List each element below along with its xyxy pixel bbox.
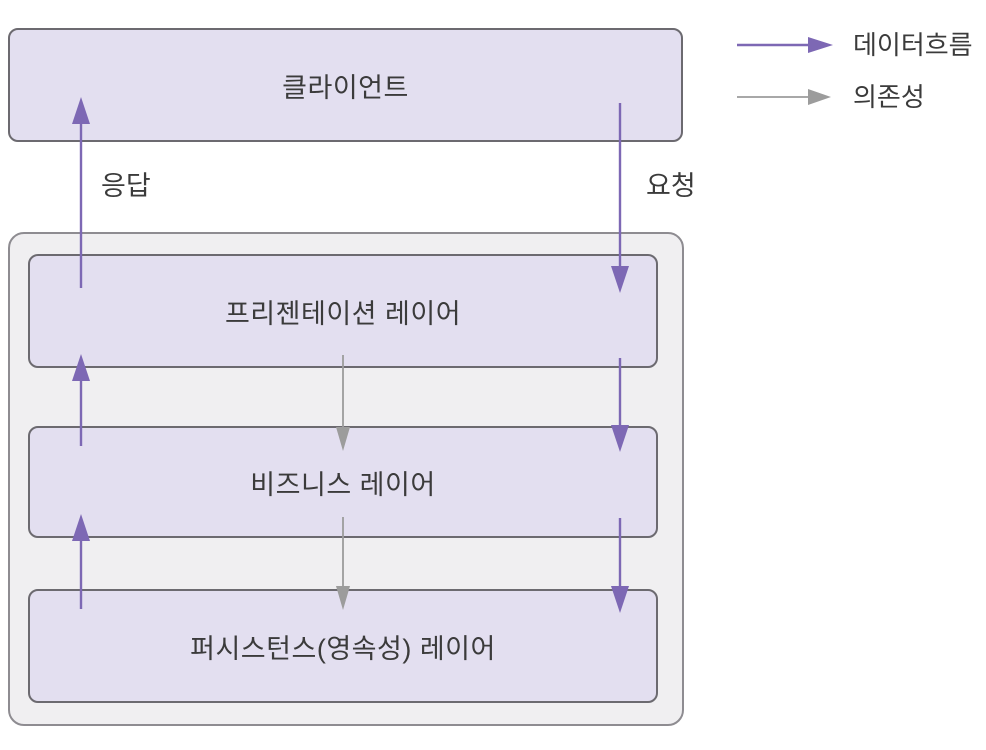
presentation-layer-box: 프리젠테이션 레이어 [28, 254, 658, 368]
presentation-layer-label: 프리젠테이션 레이어 [224, 298, 462, 329]
business-layer-box: 비즈니스 레이어 [28, 426, 658, 538]
legend-dependency-label: 의존성 [853, 82, 925, 112]
business-layer-label: 비즈니스 레이어 [250, 469, 436, 500]
persistence-layer-box: 퍼시스턴스(영속성) 레이어 [28, 589, 658, 703]
client-label: 클라이언트 [282, 72, 409, 103]
response-edge-label: 응답 [101, 171, 151, 201]
persistence-layer-label: 퍼시스턴스(영속성) 레이어 [190, 633, 496, 664]
legend-data-flow-arrow [737, 37, 833, 53]
legend-dependency-arrow [737, 89, 831, 105]
legend-data-flow-label: 데이터흐름 [853, 30, 973, 60]
client-box: 클라이언트 [8, 28, 683, 142]
request-edge-label: 요청 [646, 171, 696, 201]
